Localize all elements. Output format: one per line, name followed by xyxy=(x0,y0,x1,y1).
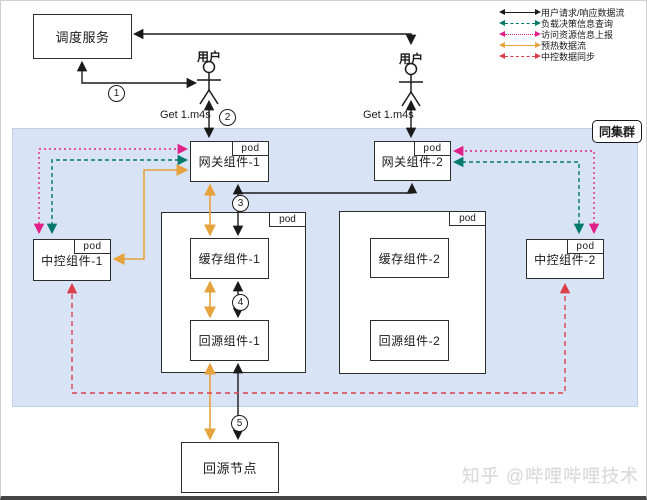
gateway-component-2-box: pod 网关组件-2 xyxy=(374,141,451,181)
user-1-actor-icon xyxy=(197,60,221,105)
resource-report-arrow-icon xyxy=(499,30,541,37)
step-circle-5: 5 xyxy=(231,415,248,432)
legend-item-preheat-flow: 预热数据流 xyxy=(499,41,637,51)
request-label-1: Get 1.m4s xyxy=(160,109,211,121)
control-component-1-box: pod 中控组件-1 xyxy=(33,239,111,281)
step-circle-3: 3 xyxy=(232,195,249,212)
origin-node-box: 回源节点 xyxy=(181,442,279,493)
gateway-component-1-label: 网关组件-1 xyxy=(198,155,261,169)
legend-item-user-flow: 用户请求/响应数据流 xyxy=(499,8,637,18)
pod-tag: pod xyxy=(232,141,269,156)
user-2-actor-icon xyxy=(399,62,423,107)
origin-node-label: 回源节点 xyxy=(202,461,257,476)
cache-component-1-label: 缓存组件-1 xyxy=(198,252,261,266)
legend-item-load-query: 负载决策信息查询 xyxy=(499,19,637,29)
user-2-label: 用户 xyxy=(398,52,424,66)
scheduler-service-label: 调度服务 xyxy=(55,30,110,45)
preheat-flow-arrow-icon xyxy=(499,41,541,48)
cluster-label: 同集群 xyxy=(592,120,643,143)
origin-component-2-label: 回源组件-2 xyxy=(378,334,441,348)
cache-component-2-box: 缓存组件-2 xyxy=(370,238,449,278)
watermark: 知乎 @哔哩哔哩技术 xyxy=(461,466,639,486)
pod-tag: pod xyxy=(567,239,604,254)
step-circle-2: 2 xyxy=(219,109,236,126)
step-circle-4: 4 xyxy=(232,294,249,311)
control-component-2-box: pod 中控组件-2 xyxy=(526,239,604,279)
step-circle-1: 1 xyxy=(108,85,125,102)
pod-tag: pod xyxy=(74,239,111,254)
request-label-2: Get 1.m4s xyxy=(363,109,414,121)
scheduler-service-box: 调度服务 xyxy=(33,14,132,59)
pod-tag: pod xyxy=(414,141,451,156)
gateway-component-2-label: 网关组件-2 xyxy=(381,154,444,169)
user-flow-arrow-icon xyxy=(499,8,541,15)
origin-component-1-label: 回源组件-1 xyxy=(198,334,261,348)
legend: 用户请求/响应数据流 负载决策信息查询 访问资源信息上报 预热数据流 中控数据同… xyxy=(499,8,637,63)
legend-item-control-sync: 中控数据同步 xyxy=(499,52,637,62)
origin-component-1-box: 回源组件-1 xyxy=(190,320,269,361)
cache-component-2-label: 缓存组件-2 xyxy=(378,251,441,266)
user-1-label: 用户 xyxy=(196,50,222,64)
origin-component-2-box: 回源组件-2 xyxy=(370,320,449,361)
load-query-arrow-icon xyxy=(499,19,541,26)
control-sync-arrow-icon xyxy=(499,52,541,59)
pod-tag: pod xyxy=(269,212,306,227)
legend-item-resource-report: 访问资源信息上报 xyxy=(499,30,637,40)
gateway-component-1-box: pod 网关组件-1 xyxy=(190,141,269,182)
control-component-1-label: 中控组件-1 xyxy=(41,253,103,268)
cache-component-1-box: 缓存组件-1 xyxy=(190,238,269,279)
control-component-2-label: 中控组件-2 xyxy=(534,252,596,267)
